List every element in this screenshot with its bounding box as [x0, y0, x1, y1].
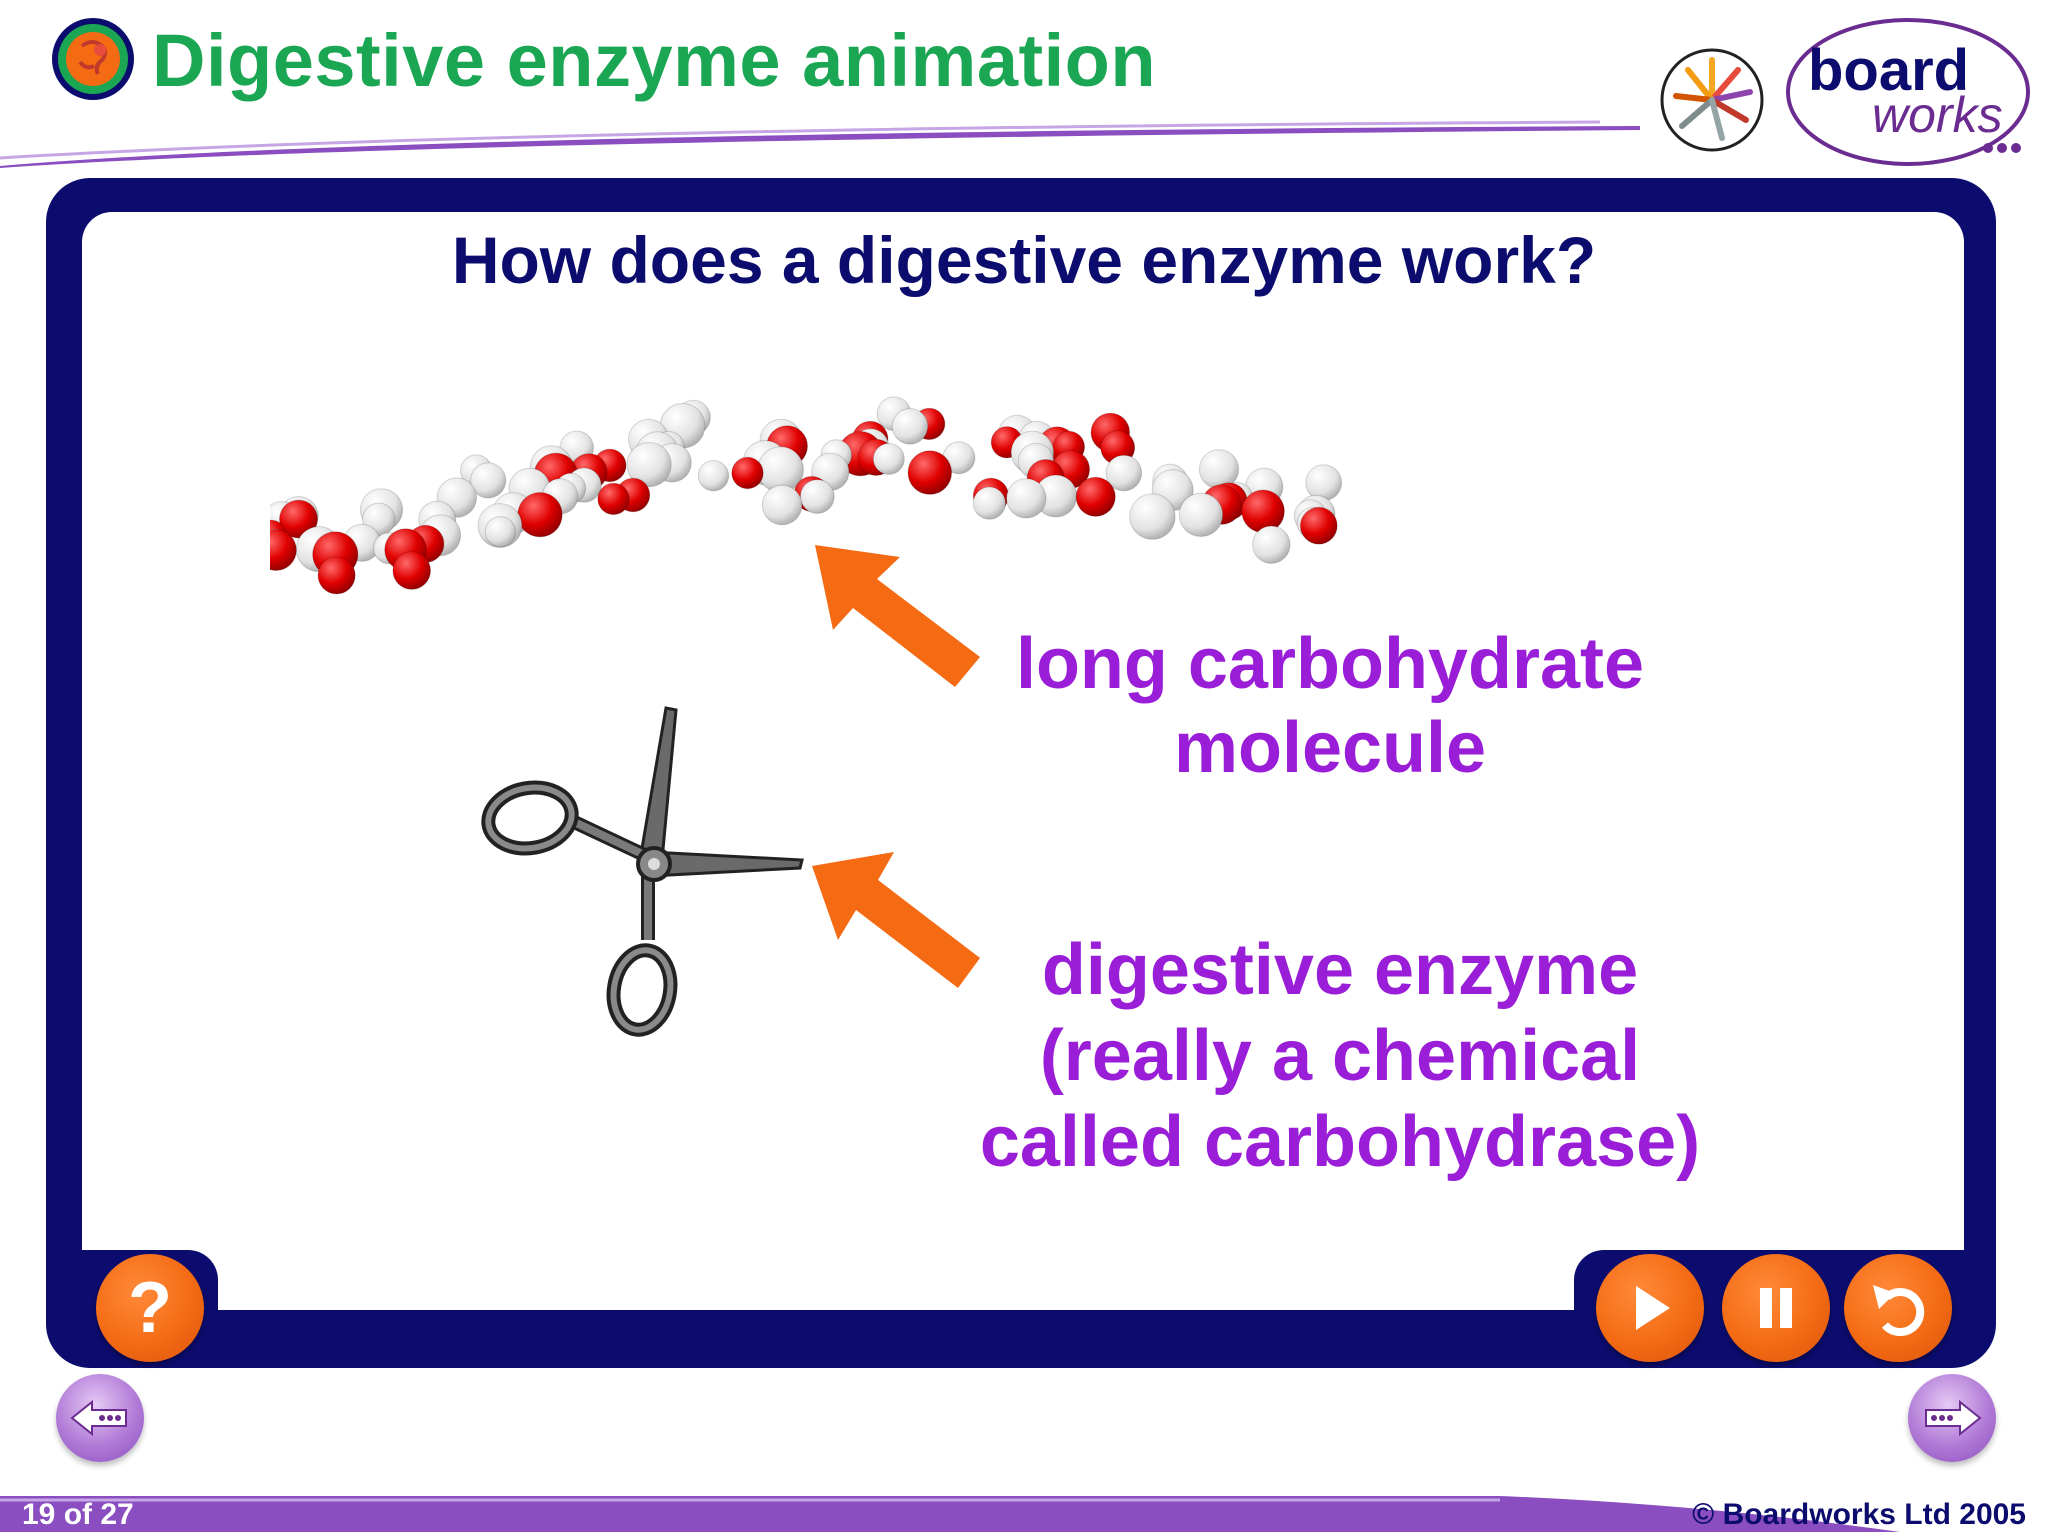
- oxygen-atom: [1299, 506, 1338, 545]
- hydrogen-atom: [1252, 525, 1291, 564]
- next-arrow-icon: [1925, 1399, 1982, 1437]
- molecule-label: long carbohydrate molecule: [980, 622, 1680, 790]
- logo-bottom-text: works: [1872, 87, 2003, 143]
- page-title: Digestive enzyme animation: [152, 19, 1157, 102]
- hydrogen-atom: [891, 408, 929, 445]
- help-label: ?: [128, 1268, 172, 1348]
- oxygen-atom: [907, 450, 953, 495]
- molecule-label-line-2: molecule: [1173, 708, 1487, 788]
- animation-canvas: [82, 212, 1964, 1310]
- oxygen-atom: [270, 529, 297, 571]
- hydrogen-atom: [1178, 492, 1224, 538]
- pause-button[interactable]: [1722, 1254, 1830, 1362]
- molecule-arrow-icon: [815, 545, 980, 687]
- replay-icon: [1873, 1285, 1925, 1336]
- oxygen-atom: [392, 551, 431, 590]
- hydrogen-atom: [484, 516, 516, 548]
- boardworks-logo: board works: [1658, 8, 2038, 168]
- hydrogen-atom: [972, 486, 1007, 520]
- hydrogen-atom: [1305, 464, 1343, 502]
- oxygen-atom: [1075, 476, 1116, 517]
- hydrogen-atom: [1105, 454, 1143, 492]
- oxygen-atom: [517, 492, 563, 538]
- help-button[interactable]: ?: [96, 1254, 204, 1362]
- molecule-label-line-1: long carbohydrate: [1015, 624, 1645, 704]
- scissors-icon: [481, 706, 804, 1037]
- footer-bar: [0, 1496, 2048, 1536]
- hydrogen-atom: [1006, 478, 1047, 519]
- play-button[interactable]: [1596, 1254, 1704, 1362]
- enzyme-label: digestive enzyme (really a chemical call…: [920, 928, 1760, 1184]
- play-icon: [1636, 1286, 1670, 1330]
- oxygen-atom: [731, 456, 764, 490]
- header-divider: [0, 120, 1640, 168]
- hydrogen-atom: [1129, 493, 1176, 540]
- enzyme-label-line-3: called carbohydrase): [979, 1102, 1701, 1182]
- oxygen-atom: [1241, 489, 1285, 534]
- oxygen-atom: [317, 556, 356, 595]
- pause-icon: [1760, 1288, 1792, 1328]
- enzyme-label-line-2: (really a chemical: [1039, 1016, 1641, 1096]
- hydrogen-atom: [872, 442, 905, 475]
- next-slide-button[interactable]: [1908, 1374, 1996, 1462]
- hydrogen-atom: [799, 479, 835, 514]
- slide-question: How does a digestive enzyme work?: [451, 223, 1597, 297]
- logo-top-text: board: [1808, 38, 1969, 103]
- page-counter: 19 of 27: [22, 1498, 134, 1531]
- replay-button[interactable]: [1844, 1254, 1952, 1362]
- hydrogen-atom: [761, 484, 803, 526]
- oxygen-atom: [279, 499, 318, 539]
- oxygen-atom: [597, 482, 630, 516]
- enzyme-label-line-1: digestive enzyme: [1041, 930, 1639, 1010]
- hydrogen-atom: [697, 460, 730, 492]
- prev-slide-button[interactable]: [56, 1374, 144, 1462]
- copyright: © Boardworks Ltd 2005: [1692, 1498, 2026, 1531]
- digestive-system-icon: [52, 18, 134, 100]
- carbohydrate-molecule-illustration: [270, 396, 1343, 595]
- hydrogen-atom: [626, 442, 672, 488]
- hydrogen-atom: [470, 462, 507, 499]
- prev-arrow-icon: [70, 1399, 127, 1437]
- enzyme-arrow-icon: [812, 852, 980, 988]
